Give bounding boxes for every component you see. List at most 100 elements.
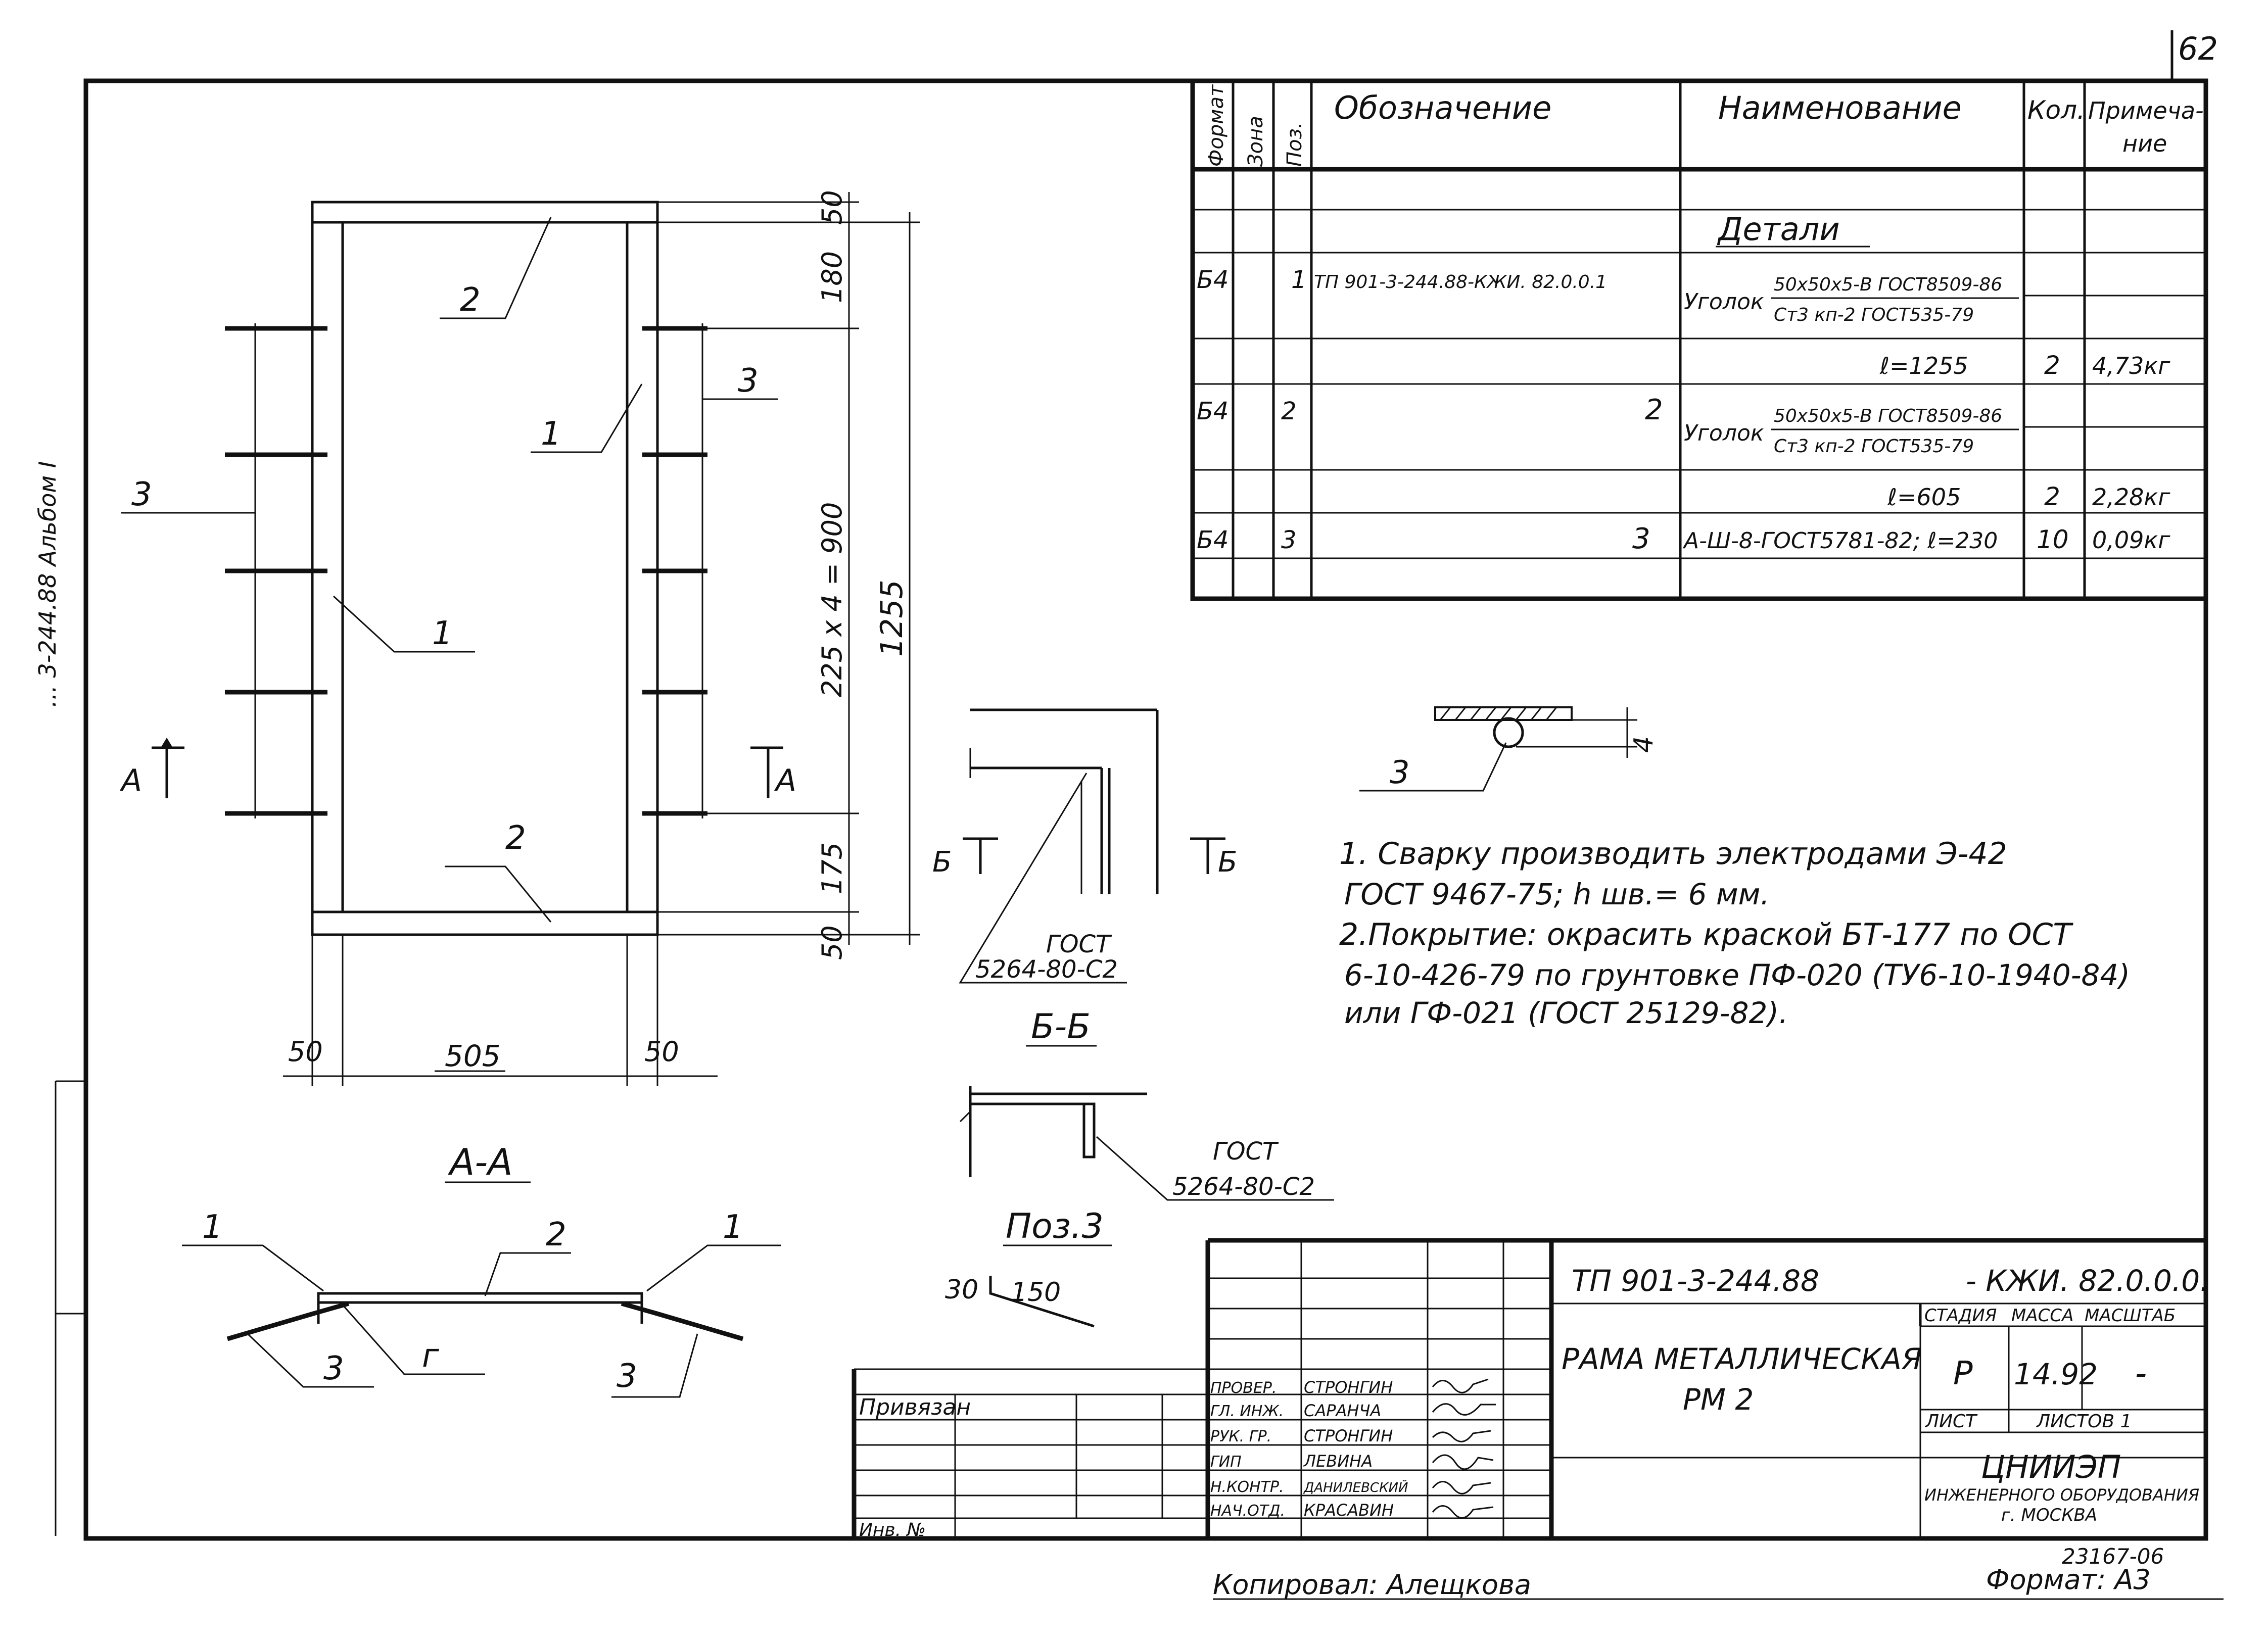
section-aa-title: А-А [448,1141,513,1183]
drawing-number: 23167-06 [2062,1544,2164,1569]
scale-value: - [2135,1355,2147,1392]
aa-pos1-right: 1 [723,1209,743,1246]
pos3-title: Поз.3 [1006,1206,1104,1246]
dim-505: 505 [445,1039,501,1073]
note-line-3: 2.Покрытие: окрасить краской БТ-177 по О… [1339,917,2073,952]
role-5-name: ДАНИЛЕВСКИЙ [1303,1479,1408,1495]
dim-175: 175 [816,842,848,894]
col-note-header-2: ние [2122,130,2167,157]
bb-title: Б-Б [1031,1007,1091,1047]
col-note-header-1: Примеча- [2088,97,2204,124]
dim-50-right: 50 [644,1036,679,1068]
sheets-header: ЛИСТОВ 1 [2036,1411,2132,1432]
plan-pos1-right: 1 [541,415,561,453]
row2-name-num: 50x50x5-В ГОСТ8509-86 [1774,406,2002,426]
dim-180: 180 [816,251,848,303]
inv-label: Инв. № [859,1520,926,1540]
dim-50-left: 50 [288,1036,323,1068]
dim-50-bottom: 50 [816,925,848,960]
section-b-b: ГОСТ 5264-80-С2 Б Б Б-Б [932,708,1237,1047]
weld-detail: 4 3 [1359,706,1659,792]
aa-pos3-right: 3 [617,1358,637,1395]
drawing-frame [83,78,2208,1541]
col-pos-header: Поз. [1283,122,1306,167]
document-code: - КЖИ. 82.0.0.0. [1966,1264,2209,1298]
weld-size: 4 [1629,736,1659,753]
plan-pos2-bottom: 2 [505,819,526,857]
row1-format: Б4 [1197,266,1228,294]
weld-pos3: 3 [1390,754,1409,791]
bb-gost-2: 5264-80-С2 [975,955,1118,984]
row1-name-num: 50x50x5-В ГОСТ8509-86 [1774,274,2002,295]
drawing-title-2: РМ 2 [1683,1382,1754,1417]
album-code: ... 3-244.88 Альбом I [34,461,61,707]
role-3: РУК. ГР. [1210,1428,1271,1445]
scale-header: МАСШТАБ [2085,1306,2176,1326]
role-5: Н.КОНТР. [1210,1478,1284,1496]
bb-gost-1: ГОСТ [1046,930,1112,958]
row1-note: 4,73кг [2092,352,2170,379]
plan-pos2-top: 2 [460,281,481,319]
row2-designation: 2 [1645,394,1663,426]
role-3-name: СТРОНГИН [1304,1426,1393,1445]
col-designation-header: Обозначение [1334,89,1551,126]
note-line-2: ГОСТ 9467-75; h шв.= 6 мм. [1344,877,1770,911]
pos3-dim-150: 150 [1011,1277,1061,1308]
row3-pos: 3 [1281,526,1297,554]
row1-name: Уголок [1684,289,1764,315]
stage-value: Р [1953,1355,1973,1392]
row3-qty: 10 [2037,525,2069,554]
drawing-title-1: РАМА МЕТАЛЛИЧЕСКАЯ [1562,1342,1922,1376]
role-1: ПРОВЕР. [1210,1379,1277,1397]
org-city: г. МОСКВА [2001,1505,2097,1525]
tied-label: Привязан [859,1394,971,1420]
role-4-name: ЛЕВИНА [1303,1452,1373,1471]
specification-table: Формат Зона Поз. Обозначение Наименовани… [1190,78,2208,601]
row1-name-den: Ст3 кп-2 ГОСТ535-79 [1774,305,1974,325]
col-zone-header: Зона [1244,116,1267,167]
mass-header: МАССА [2011,1306,2073,1326]
mass-value: 14.92 [2014,1357,2098,1391]
role-2: ГЛ. ИНЖ. [1210,1403,1284,1420]
col-name-header: Наименование [1718,89,1962,126]
pos3-dim-30: 30 [945,1275,978,1305]
row2-length: ℓ=605 [1887,484,1961,511]
row2-name-den: Ст3 кп-2 ГОСТ535-79 [1774,436,1974,457]
signatures [1432,1378,1496,1519]
row2-format: Б4 [1197,397,1228,425]
aa-pos3-left: 3 [323,1350,344,1387]
role-6-name: КРАСАВИН [1304,1501,1394,1520]
row2-note: 2,28кг [2092,484,2170,511]
bb-cut-left: Б [932,846,952,879]
aa-weld-g: г [422,1337,439,1375]
pos3-gost-2: 5264-80-С2 [1172,1173,1315,1201]
page-number: 62 [2178,30,2218,67]
title-block: ТП 901-3-244.88 - КЖИ. 82.0.0.0. РАМА МЕ… [852,1238,2209,1540]
org-subtitle: ИНЖЕНЕРНОГО ОБОРУДОВАНИЯ [1924,1485,2199,1505]
pos3-detail: ГОСТ 5264-80-С2 Поз.3 30 150 [945,1086,1334,1328]
dim-1255: 1255 [874,580,910,657]
cut-mark-a-right: А [774,763,796,798]
dim-225x4: 225 x 4 = 900 [816,502,848,697]
row2-name: Уголок [1684,420,1764,446]
role-4: ГИП [1210,1453,1242,1471]
pos3-gost-1: ГОСТ [1213,1137,1279,1166]
row1-designation: ТП 901-3-244.88-КЖИ. 82.0.0.1 [1314,272,1607,293]
plan-pos3-left: 3 [131,476,152,513]
project-code: ТП 901-3-244.88 [1572,1264,1819,1298]
aa-pos2: 2 [546,1216,566,1253]
plan-pos1-left: 1 [432,615,453,652]
row3-note: 0,09кг [2092,526,2170,554]
row2-pos: 2 [1281,397,1297,425]
aa-pos1-left: 1 [202,1209,223,1246]
technical-notes: 1. Сварку производить электродами Э-42 Г… [1339,836,2130,1030]
row3-name: А-Ш-8-ГОСТ5781-82; ℓ=230 [1682,528,1998,554]
frame-plan-view: 3 3 2 2 1 1 А А 50 180 22 [119,190,920,1086]
row1-pos: 1 [1291,266,1307,294]
section-title: Детали [1717,211,1840,248]
sheet-header: ЛИСТ [1924,1411,1978,1432]
bb-cut-right: Б [1218,846,1237,879]
row1-qty: 2 [2044,351,2060,380]
section-a-a: А-А 1 1 2 3 3 г [182,1141,781,1398]
